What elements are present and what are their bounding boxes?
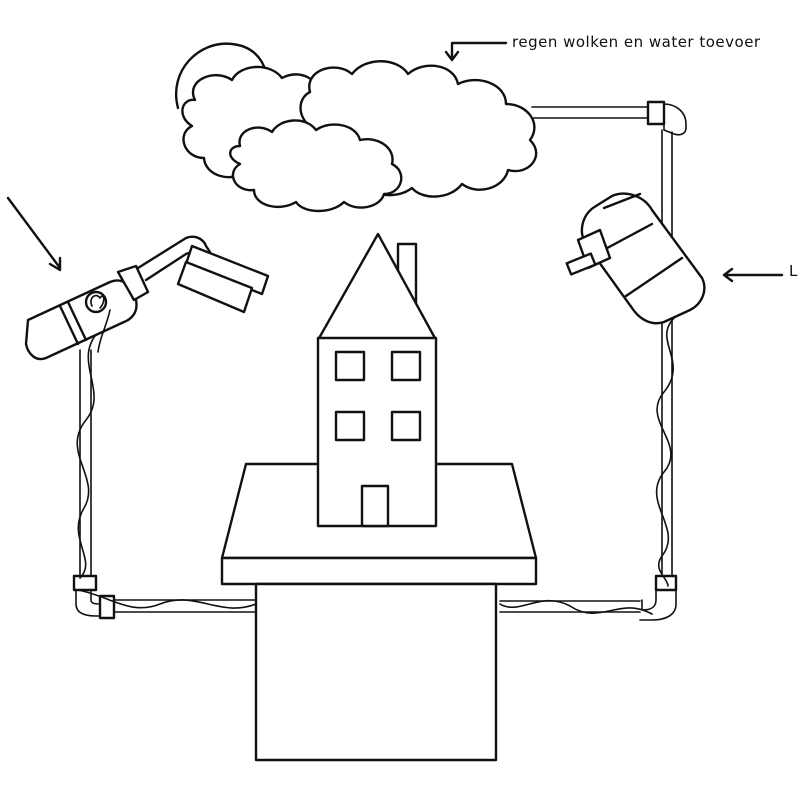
window — [334, 410, 366, 442]
sun — [175, 42, 268, 110]
house — [316, 232, 438, 528]
window — [390, 350, 422, 382]
cable-left — [76, 329, 257, 609]
heater-device — [24, 235, 270, 361]
window — [334, 350, 366, 382]
window — [390, 410, 422, 442]
label-arrow-lamp — [722, 267, 784, 283]
door — [360, 484, 390, 528]
label-clouds-water-supply: regen wolken en water toevoer — [512, 33, 761, 51]
label-arrow-heater — [6, 196, 62, 272]
label-lamp: L — [789, 262, 798, 280]
cloud-front — [229, 119, 403, 213]
cable-right — [499, 315, 677, 615]
lamp-device — [565, 192, 706, 325]
label-arrow-clouds — [444, 41, 508, 62]
